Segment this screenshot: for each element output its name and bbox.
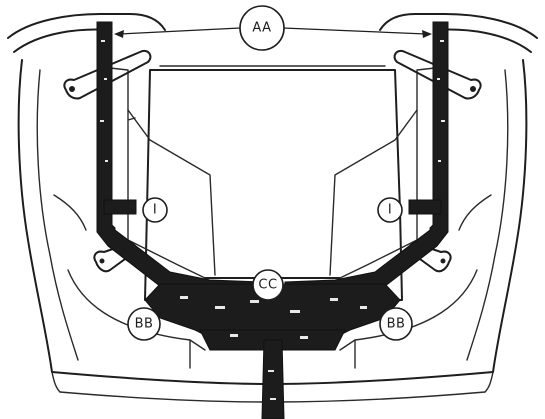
callout-aa: AA	[239, 5, 285, 51]
callout-bb-left-label: BB	[135, 317, 154, 332]
callout-bb-left: BB	[127, 307, 161, 341]
mounting-brackets	[63, 50, 482, 273]
callout-bb-right: BB	[379, 307, 413, 341]
callout-bb-right-label: BB	[387, 317, 406, 332]
callout-i-right: I	[377, 197, 403, 223]
cable-harness	[96, 21, 449, 419]
harness-texture	[100, 40, 445, 400]
callout-aa-label: AA	[252, 21, 271, 36]
callout-i-right-label: I	[388, 203, 392, 218]
callout-i-left-label: I	[153, 203, 157, 218]
callout-i-left: I	[142, 197, 168, 223]
callout-cc: CC	[252, 269, 284, 301]
callout-cc-label: CC	[258, 278, 277, 293]
callout-leaders	[114, 27, 432, 319]
